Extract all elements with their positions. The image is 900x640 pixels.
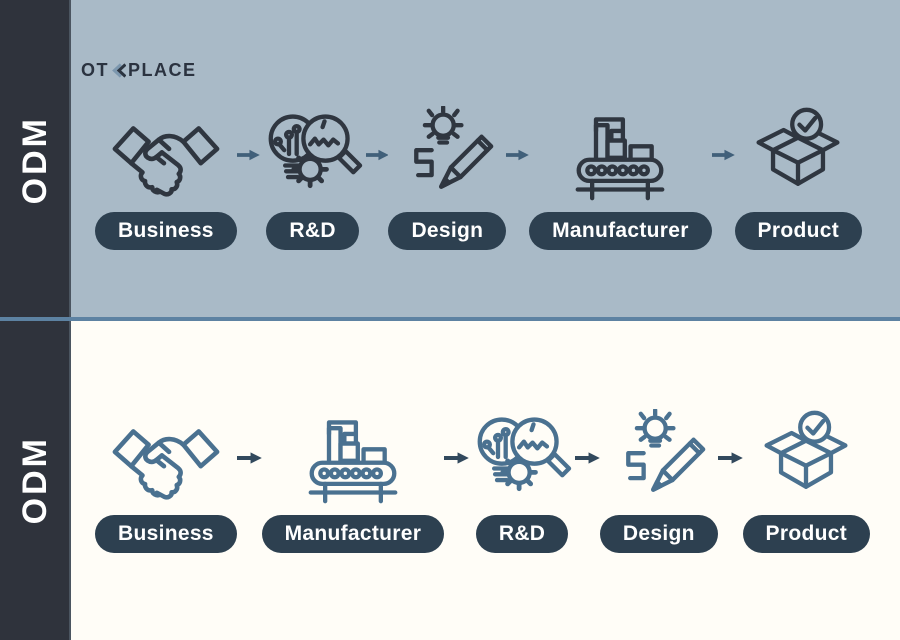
section-label-top: ODM (16, 115, 54, 205)
step-product: Product (734, 104, 862, 250)
product-icon (750, 104, 846, 204)
step-design: Design (388, 104, 507, 250)
section-tab-bottom: ODM (0, 320, 71, 640)
brand-logo: OT PLACE (81, 60, 197, 81)
step-manufacturer: Manufacturer (261, 407, 445, 553)
logo-text-pre: OT (81, 60, 109, 80)
step-rd: R&D (260, 104, 366, 250)
right-arrow-icon (575, 445, 600, 471)
step-rd: R&D (469, 407, 575, 553)
right-arrow-icon (366, 142, 389, 168)
research-icon (469, 407, 575, 507)
step-label-pill: Design (388, 212, 507, 250)
panel-bottom: Business Manufacturer R&D (71, 321, 900, 640)
flow-bottom: Business Manufacturer R&D (95, 407, 870, 553)
step-product: Product (742, 407, 870, 553)
product-icon (758, 407, 854, 507)
step-business: Business (95, 407, 237, 553)
step-label-pill: Design (599, 515, 718, 553)
right-arrow-icon (718, 445, 743, 471)
handshake-icon (108, 407, 224, 507)
design-icon (611, 407, 707, 507)
right-arrow-icon (506, 142, 529, 168)
step-label-pill: Product (734, 212, 862, 250)
double-left-chevron-icon (112, 63, 126, 78)
right-arrow-icon (237, 445, 262, 471)
step-design: Design (599, 407, 718, 553)
step-business: Business (95, 104, 237, 250)
logo-text-post: PLACE (128, 60, 197, 80)
section-tab-top: ODM (0, 0, 71, 320)
research-icon (260, 104, 366, 204)
design-icon (399, 104, 495, 204)
flow-top: Business R&D Design Manufa (95, 104, 862, 250)
right-arrow-icon (444, 445, 469, 471)
right-arrow-icon (712, 142, 735, 168)
step-manufacturer: Manufacturer (529, 104, 712, 250)
panel-top: OT PLACE Business R&D (71, 0, 900, 319)
right-arrow-icon (237, 142, 260, 168)
step-label-pill: Business (95, 212, 237, 250)
handshake-icon (108, 104, 224, 204)
factory-icon (298, 407, 408, 507)
step-label-pill: Manufacturer (261, 515, 445, 553)
factory-icon (565, 104, 675, 204)
step-label-pill: Business (95, 515, 237, 553)
step-label-pill: R&D (266, 212, 359, 250)
section-divider (0, 317, 900, 321)
step-label-pill: Product (742, 515, 870, 553)
section-label-bottom: ODM (16, 435, 54, 525)
step-label-pill: Manufacturer (529, 212, 712, 250)
step-label-pill: R&D (475, 515, 569, 553)
